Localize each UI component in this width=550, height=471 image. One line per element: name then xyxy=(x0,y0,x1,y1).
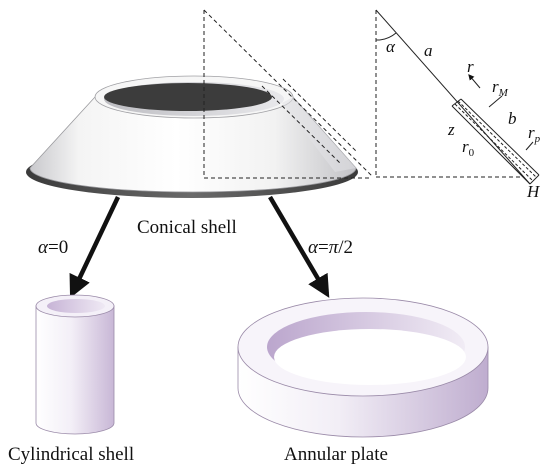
H-symbol: H xyxy=(526,182,541,201)
rp-pointer xyxy=(525,141,534,151)
transition-arrows xyxy=(69,195,330,299)
cylinder-body xyxy=(35,305,115,435)
ring-opening-floor xyxy=(274,329,466,385)
r-symbol: r xyxy=(467,57,474,76)
a-symbol: a xyxy=(424,41,433,60)
b-symbol: b xyxy=(508,109,517,128)
arrow-to-annular-plate xyxy=(268,195,330,298)
conical-shell xyxy=(26,75,358,198)
layer-dashed-2 xyxy=(454,103,534,182)
layer-dashed-1 xyxy=(457,100,537,178)
section-inner-dashed xyxy=(261,85,342,165)
cone-shade-right xyxy=(282,97,356,172)
shell-inner-edge xyxy=(451,105,531,185)
shell-bottom-edge xyxy=(529,174,540,185)
rp-symbol: rp xyxy=(528,123,541,145)
cone-outer-surface xyxy=(29,96,357,193)
condition-labels: α=0 α=π/2 Conical shell xyxy=(38,217,353,258)
rM-symbol: rM xyxy=(492,77,509,99)
r0-symbol: r0 xyxy=(462,137,475,159)
cylindrical-shell xyxy=(35,294,115,435)
annular-plate-label: Annular plate xyxy=(284,444,388,465)
section-outer-dashed xyxy=(282,78,358,153)
schematic-labels: α a r rM b rp z r0 H xyxy=(386,37,541,201)
alpha-half-pi-label: α=π/2 xyxy=(308,237,353,258)
cylindrical-shell-label: Cylindrical shell xyxy=(8,444,134,465)
annular-plate xyxy=(237,297,489,438)
shell-top-edge xyxy=(451,98,462,107)
cone-construction-lines xyxy=(203,9,373,179)
conical-shell-label: Conical shell xyxy=(137,217,237,238)
rM-pointer xyxy=(488,95,503,108)
z-symbol: z xyxy=(447,120,455,139)
cross-section-schematic xyxy=(375,9,540,185)
arrow-to-cylinder xyxy=(69,196,121,299)
r-axis-arrow xyxy=(468,74,481,89)
alpha-angle-arc xyxy=(375,32,397,41)
cone-opening xyxy=(104,83,272,111)
cylinder-opening xyxy=(47,299,105,313)
shell-outer-edge xyxy=(460,98,540,176)
alpha-zero-label: α=0 xyxy=(38,237,68,258)
generatrix-dashed-line xyxy=(203,9,373,177)
schematic-generatrix xyxy=(375,9,531,185)
alpha-symbol: α xyxy=(386,37,396,56)
